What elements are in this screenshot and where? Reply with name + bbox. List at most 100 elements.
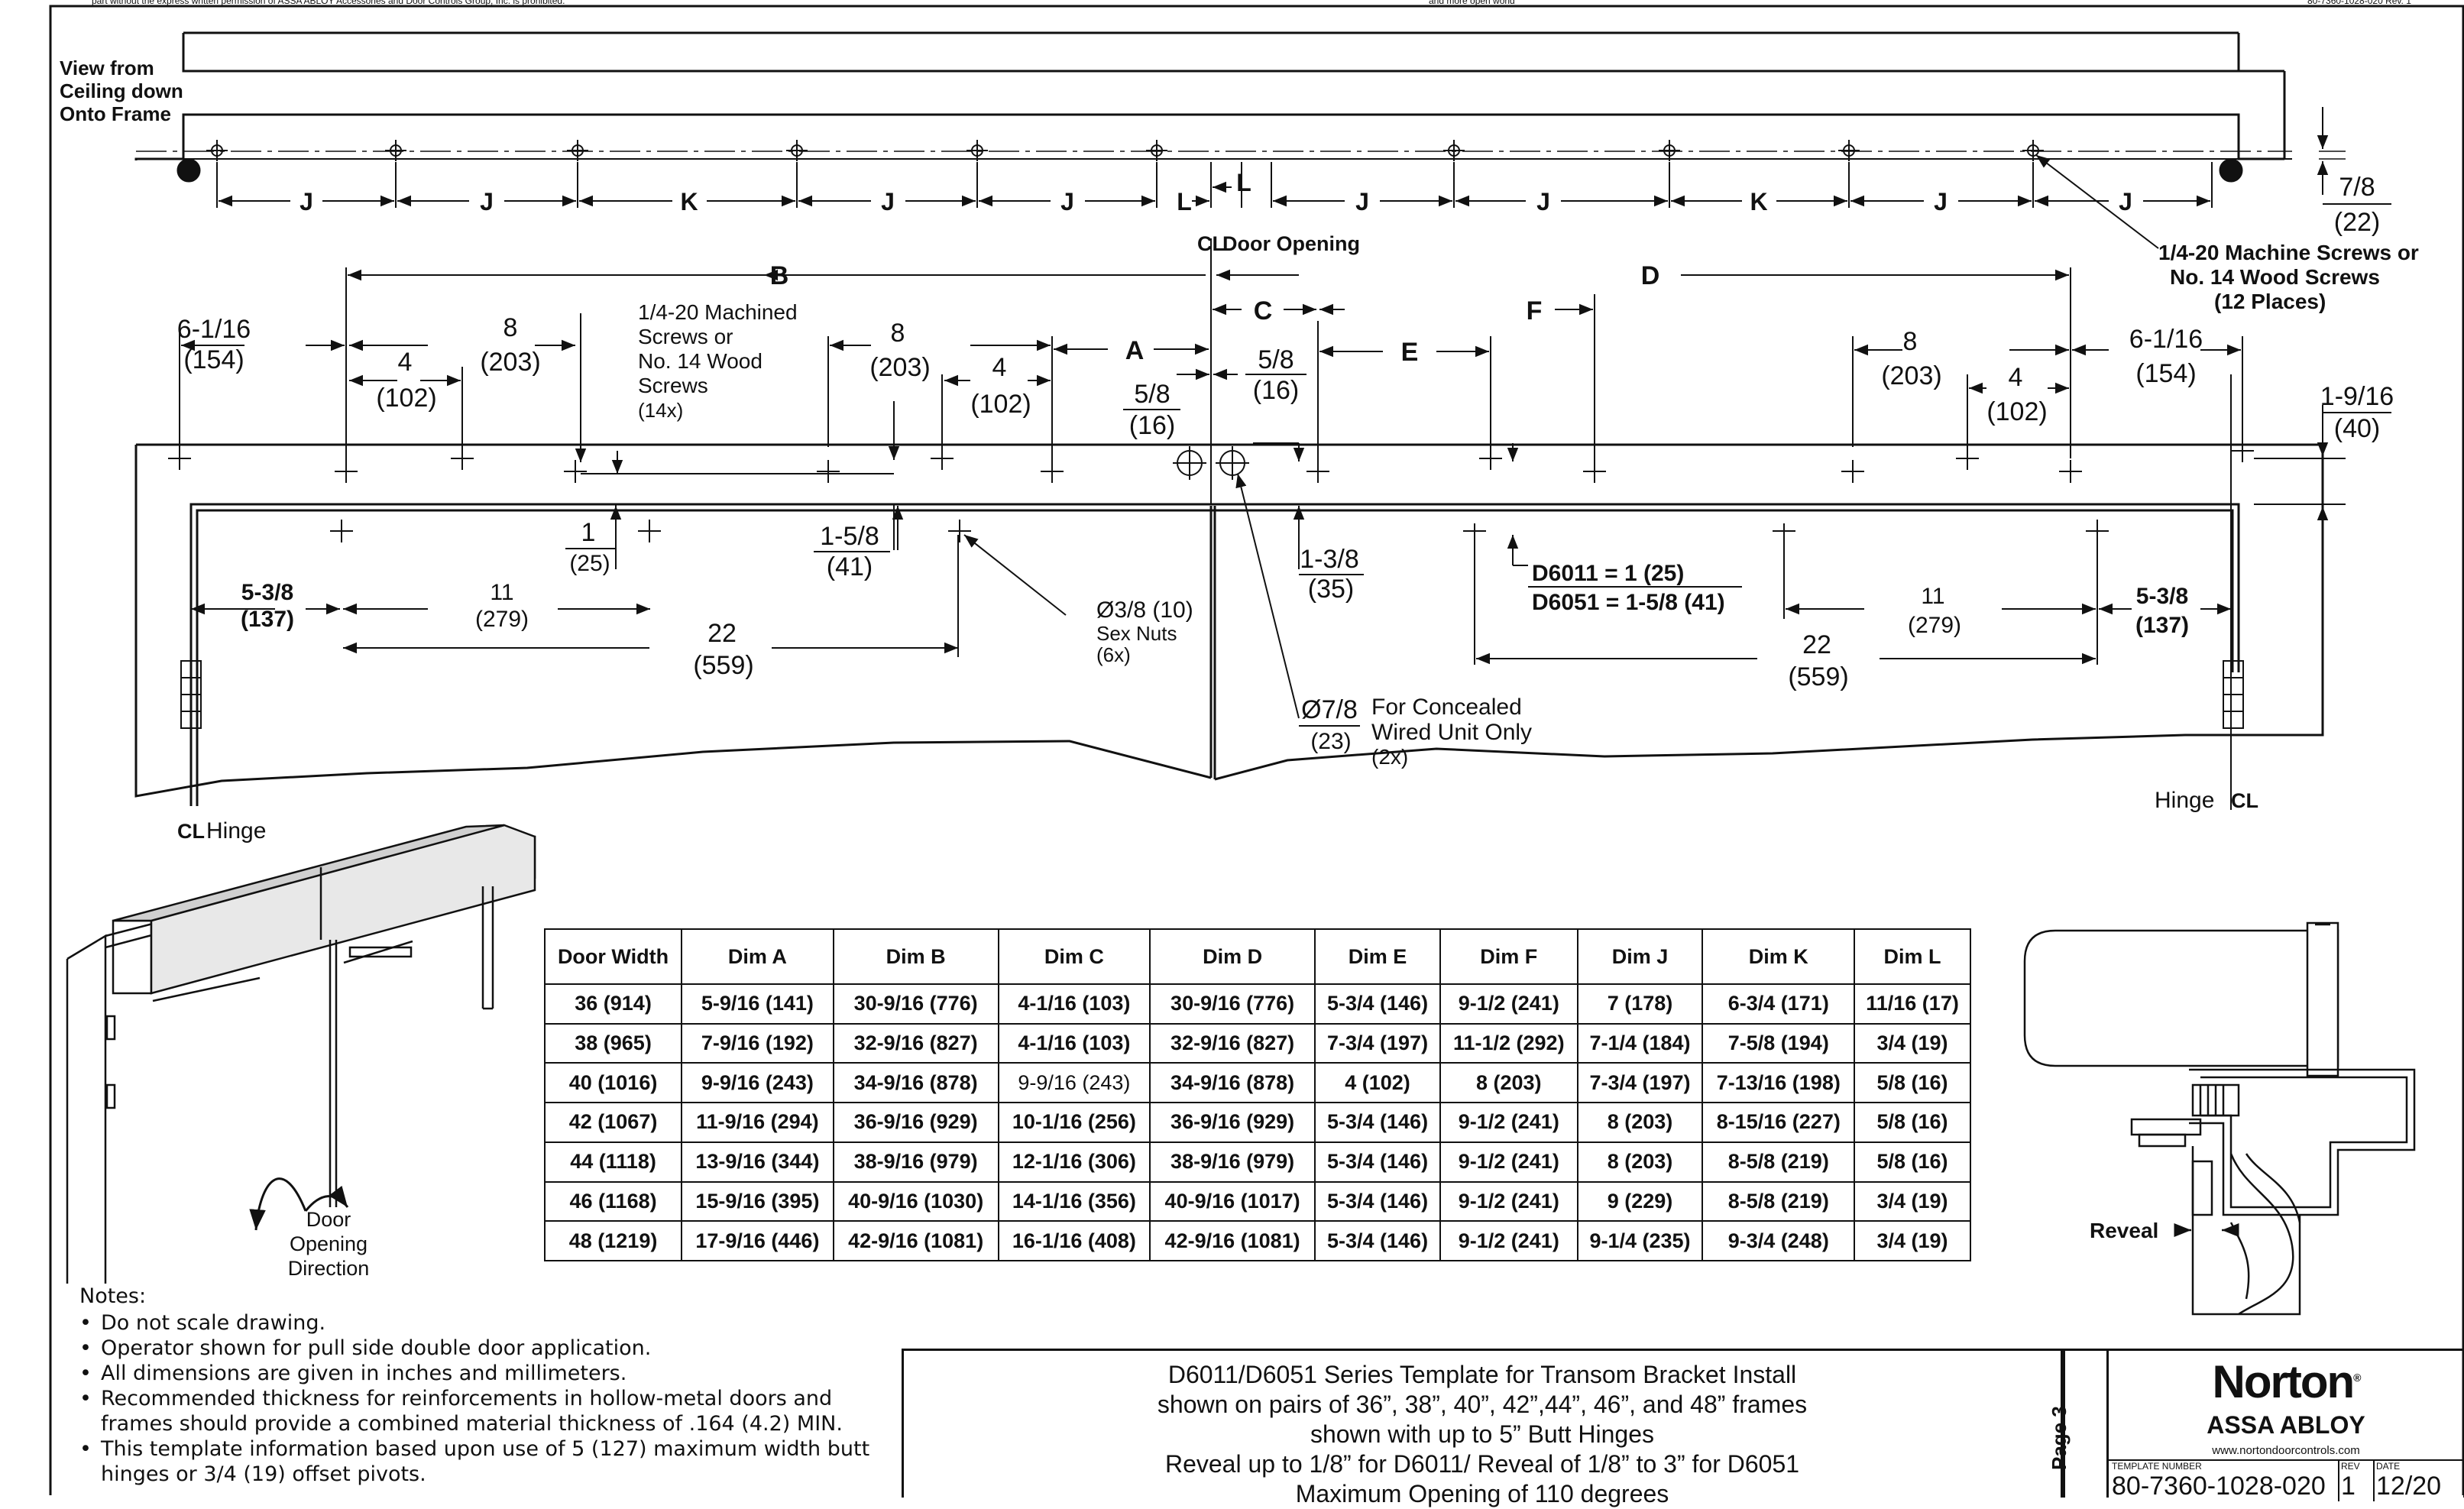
- rev-value: 1: [2341, 1472, 2356, 1501]
- center-8-mm: (203): [869, 353, 930, 382]
- title-line: shown on pairs of 36”, 38”, 40”, 42”,44”…: [1157, 1391, 1808, 1418]
- table-cell: 46 (1168): [543, 1180, 683, 1222]
- dim-label-j: J: [1934, 188, 1948, 215]
- title-line: Reveal up to 1/8” for D6011/ Reveal of 1…: [1164, 1450, 1800, 1478]
- registered-mark: ®: [2353, 1371, 2361, 1384]
- table-cell: 9-9/16 (243): [997, 1062, 1151, 1104]
- dim-c: C: [1254, 296, 1273, 325]
- concealed-dia-mm: (23): [1310, 729, 1351, 754]
- dim-label-j: J: [300, 188, 313, 215]
- table-cell: 7-5/8 (194): [1701, 1022, 1856, 1064]
- center-8: 8: [891, 319, 905, 348]
- left-8-mm: (203): [480, 348, 540, 377]
- screws-callout: No. 14 Wood Screws: [2170, 265, 2380, 289]
- center-5-8-right: 5/8: [1258, 345, 1294, 374]
- screws-callout: 1/4-20 Machine Screws or: [2158, 241, 2419, 264]
- right-5-3-8: 5-3/8: [2136, 584, 2188, 609]
- brand-logo: Norton®: [2109, 1355, 2463, 1408]
- center-4: 4: [992, 353, 1007, 382]
- center-4-mm: (102): [970, 390, 1031, 419]
- left-4-mm: (102): [376, 384, 436, 413]
- table-row: 44 (1118)13-9/16 (344)38-9/16 (979)12-1/…: [543, 1141, 1971, 1183]
- table-cell: 38 (965): [543, 1022, 683, 1064]
- dim-label-j: J: [1060, 188, 1074, 215]
- top-screw-marks: [206, 140, 2044, 161]
- table-cell: 36-9/16 (929): [832, 1102, 999, 1143]
- table-row: 36 (914)5-9/16 (141)30-9/16 (776)4-1/16 …: [543, 983, 1971, 1025]
- table-cell: 3/4 (19): [1854, 1022, 1971, 1064]
- door-outline: [134, 443, 2324, 806]
- table-cell: 9-1/2 (241): [1439, 1141, 1578, 1183]
- table-cell: 42 (1067): [543, 1102, 683, 1143]
- table-cell: 32-9/16 (827): [1149, 1022, 1316, 1064]
- right-11: 11: [1921, 584, 1944, 609]
- table-row: 38 (965)7-9/16 (192) 32-9/16 (827)4-1/16 …: [543, 1022, 1971, 1064]
- left-22: 22: [707, 619, 737, 648]
- dim-label-j: J: [2119, 188, 2132, 215]
- right-22: 22: [1802, 630, 1831, 659]
- table-cell: 5-9/16 (141): [681, 983, 834, 1025]
- direction-label: Door: [306, 1208, 351, 1231]
- table-cell: 7-13/16 (198): [1701, 1062, 1856, 1104]
- dim-label-k: K: [680, 188, 698, 215]
- hinge-left-label: Hinge: [206, 818, 266, 844]
- dim-1-5-8-mm: (41): [827, 552, 873, 581]
- dim-label-j: J: [480, 188, 494, 215]
- reveal-label: Reveal: [2090, 1219, 2158, 1242]
- hinges: [180, 660, 2244, 729]
- table-cell: 7-9/16 (192): [681, 1022, 834, 1064]
- right-4-mm: (102): [1986, 397, 2047, 426]
- table-cell: 11/16 (17): [1854, 983, 1971, 1025]
- dim-1: 1: [581, 518, 596, 547]
- table-cell: 11-9/16 (294): [681, 1102, 834, 1143]
- dim-label-j: J: [1536, 188, 1550, 215]
- caption-line: Onto Frame: [60, 102, 171, 125]
- table-cell: 8 (203): [1576, 1141, 1704, 1183]
- col-dim-e: Dim E: [1314, 928, 1441, 985]
- top-dim-labels: J J K J J L L J J K J J: [300, 169, 2132, 215]
- left-8: 8: [503, 313, 518, 342]
- table-header-row: Door Width Dim A Dim B Dim C Dim D Dim E…: [543, 928, 1971, 985]
- table-cell: 5/8 (16): [1854, 1141, 1971, 1183]
- door-opening-label: Door Opening: [1222, 232, 1360, 255]
- right-11-mm: (279): [1908, 613, 1961, 638]
- table-cell: 9-1/2 (241): [1439, 1180, 1578, 1222]
- center-5-8-right-mm: (16): [1253, 376, 1299, 405]
- table-cell: 44 (1118): [543, 1141, 683, 1183]
- left-22-mm: (559): [693, 651, 753, 680]
- table-cell: 14-1/16 (356): [997, 1180, 1151, 1222]
- center-5-8-left-mm: (16): [1129, 411, 1175, 440]
- table-cell: 6-3/4 (171): [1701, 983, 1856, 1025]
- col-dim-k: Dim K: [1701, 928, 1856, 985]
- table-cell: 5/8 (16): [1854, 1102, 1971, 1143]
- machined-screws-callout: Screws: [638, 374, 708, 397]
- dim-b: B: [770, 261, 789, 290]
- right-edge-mm: (40): [2334, 414, 2380, 443]
- header-left-text: part without the express written permiss…: [92, 0, 565, 6]
- center-5-8-left: 5/8: [1134, 380, 1170, 409]
- table-cell: 7-3/4 (197): [1314, 1022, 1441, 1064]
- dim-7-8: 7/8: [2339, 173, 2375, 202]
- top-view: [134, 31, 2346, 195]
- table-cell: 8 (203): [1576, 1102, 1704, 1143]
- direction-label: Direction: [288, 1257, 370, 1280]
- sex-nuts-callout: (6x): [1096, 643, 1131, 666]
- sheet-border: [49, 5, 2464, 1495]
- sex-nuts-callout: Ø3/8 (10): [1096, 597, 1193, 623]
- table-cell: 40 (1016): [543, 1062, 683, 1104]
- table-cell: 10-1/16 (256): [997, 1102, 1151, 1143]
- col-dim-c: Dim C: [997, 928, 1151, 985]
- top-view-caption: View from Ceiling down Onto Frame 7/8 (2…: [60, 57, 2419, 313]
- table-row: 40 (1016)9-9/16 (243)34-9/16 (878)9-9/16…: [543, 1062, 1971, 1104]
- table-cell: 36 (914): [543, 983, 683, 1025]
- cl-symbol: CL: [177, 820, 205, 843]
- table-cell: 9-1/2 (241): [1439, 983, 1578, 1025]
- table-cell: 40-9/16 (1030): [832, 1180, 999, 1222]
- table-cell: 4-1/16 (103): [997, 983, 1151, 1025]
- col-dim-b: Dim B: [832, 928, 999, 985]
- col-dim-d: Dim D: [1149, 928, 1316, 985]
- right-8: 8: [1903, 327, 1918, 356]
- dimension-table: Door Width Dim A Dim B Dim C Dim D Dim E…: [543, 928, 1971, 1261]
- rev-caption: REV: [2341, 1461, 2360, 1472]
- table-cell: 4-1/16 (103): [997, 1022, 1151, 1064]
